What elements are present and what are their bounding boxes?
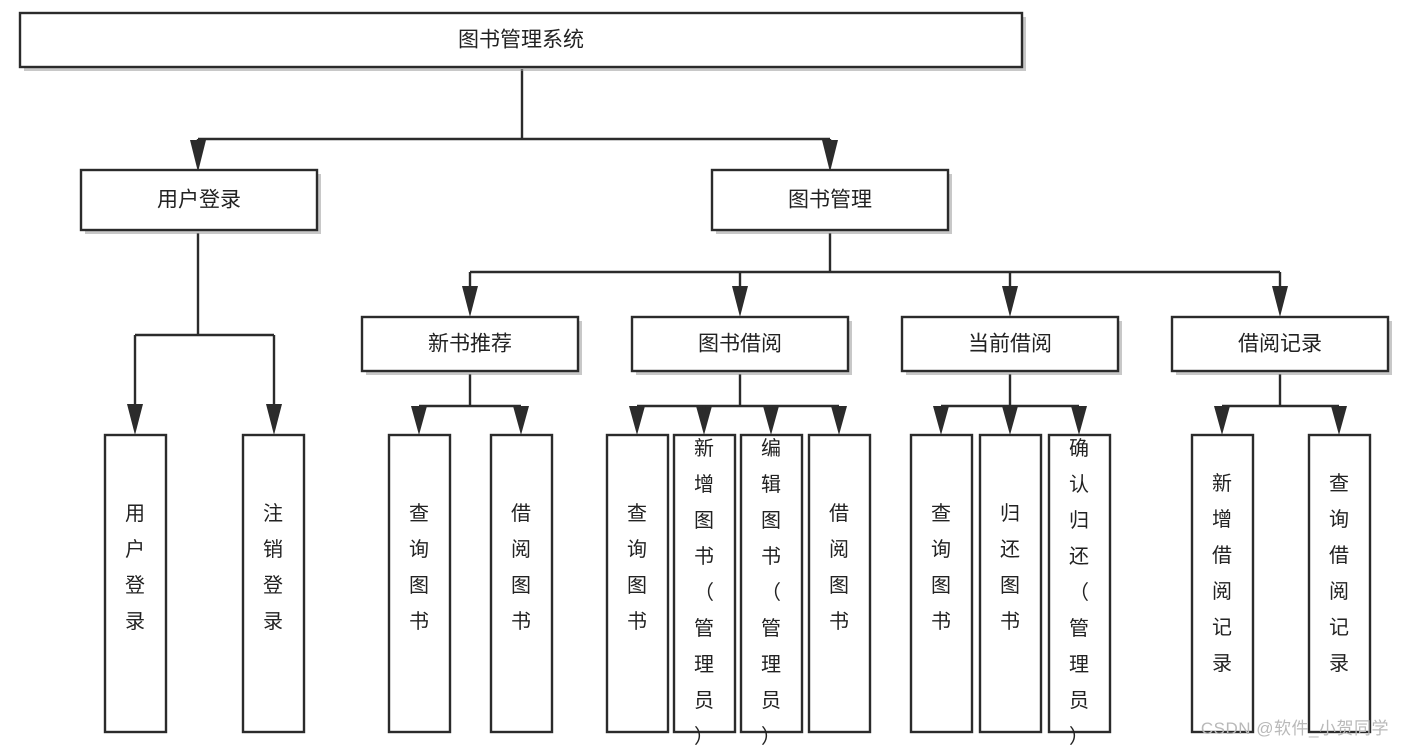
node-new-book-recommend[interactable]: 新书推荐 <box>360 315 582 375</box>
arrow-to-new-book-recommend <box>462 286 478 317</box>
arrow-to-leaf-query-book-borrow <box>629 406 645 435</box>
arrow-to-leaf-query-record <box>1331 406 1347 435</box>
root-label: 图书管理系统 <box>458 29 584 52</box>
edges-group <box>127 69 1347 435</box>
leaf-confirm-return-box[interactable] <box>1047 433 1112 734</box>
arrow-to-leaf-edit-book <box>763 406 779 435</box>
leaf-borrow-book-rec-label: 借阅图书 <box>511 502 531 633</box>
node-borrow-record[interactable]: 借阅记录 <box>1170 315 1392 375</box>
node-leaf-query-record[interactable]: 查询借阅记录 <box>1307 433 1372 734</box>
leaf-query-book-rec-label: 查询图书 <box>409 502 429 633</box>
node-leaf-add-record[interactable]: 新增借阅记录 <box>1190 433 1255 734</box>
new-book-recommend-box[interactable] <box>360 315 580 373</box>
leaf-user-login-label: 用户登录 <box>125 503 145 633</box>
leaf-query-record-label: 查询借阅记录 <box>1329 472 1349 675</box>
leaf-nodes-group: 用户登录 注销登录 查询图书 借阅图书 查询图书 新增图书（管理员） <box>103 433 1372 747</box>
leaf-add-book-label: 新增图书（管理员） <box>694 437 714 747</box>
arrow-to-leaf-return-book <box>1002 406 1018 435</box>
leaf-user-login-box[interactable] <box>103 433 168 734</box>
leaf-query-book-current-box[interactable] <box>909 433 974 734</box>
arrow-to-leaf-borrow-book-rec <box>513 406 529 435</box>
node-leaf-user-login[interactable]: 用户登录 <box>103 433 168 734</box>
leaf-edit-book-label: 编辑图书（管理员） <box>761 437 781 747</box>
arrow-to-leaf-add-book <box>696 406 712 435</box>
arrow-to-borrow-record <box>1272 286 1288 317</box>
leaf-edit-book-box[interactable] <box>739 433 804 734</box>
node-leaf-query-book-rec[interactable]: 查询图书 <box>387 433 452 734</box>
leaf-return-book-label: 归还图书 <box>1000 502 1020 633</box>
leaf-borrow-book-box[interactable] <box>807 433 872 734</box>
node-book-borrow[interactable]: 图书借阅 <box>630 315 852 375</box>
arrow-to-user-login <box>190 140 206 172</box>
leaf-add-record-label: 新增借阅记录 <box>1212 472 1232 675</box>
node-leaf-query-book-borrow[interactable]: 查询图书 <box>605 433 670 734</box>
node-book-manage[interactable]: 图书管理 <box>710 168 952 234</box>
leaf-query-record-box[interactable] <box>1307 433 1372 734</box>
arrow-to-leaf-query-book-current <box>933 406 949 435</box>
book-manage-box[interactable] <box>710 168 950 232</box>
leaf-return-book-box[interactable] <box>978 433 1043 734</box>
arrow-to-leaf-borrow-book <box>831 406 847 435</box>
user-login-box[interactable] <box>79 168 319 232</box>
node-user-login[interactable]: 用户登录 <box>79 168 321 234</box>
node-leaf-query-book-current[interactable]: 查询图书 <box>909 433 974 734</box>
new-book-recommend-label: 新书推荐 <box>428 333 512 356</box>
arrow-to-book-borrow <box>732 286 748 317</box>
node-leaf-confirm-return[interactable]: 确认归还（管理员） <box>1047 433 1112 747</box>
leaf-query-book-current-label: 查询图书 <box>931 502 951 633</box>
arrow-to-book-manage <box>822 140 838 172</box>
node-leaf-return-book[interactable]: 归还图书 <box>978 433 1043 734</box>
leaf-query-book-rec-box[interactable] <box>387 433 452 734</box>
leaf-add-book-box[interactable] <box>672 433 737 734</box>
borrow-record-box[interactable] <box>1170 315 1390 373</box>
arrow-to-leaf-query-book-rec <box>411 406 427 435</box>
leaf-borrow-book-label: 借阅图书 <box>829 502 849 633</box>
book-borrow-box[interactable] <box>630 315 850 373</box>
borrow-record-label: 借阅记录 <box>1238 333 1322 356</box>
book-borrow-label: 图书借阅 <box>698 333 782 356</box>
node-leaf-borrow-book-rec[interactable]: 借阅图书 <box>489 433 554 734</box>
node-leaf-edit-book[interactable]: 编辑图书（管理员） <box>739 433 804 747</box>
arrow-to-leaf-logout-login <box>266 404 282 435</box>
leaf-logout-login-box[interactable] <box>241 433 306 734</box>
node-leaf-logout-login[interactable]: 注销登录 <box>241 433 306 734</box>
csdn-watermark: CSDN @软件_小贺同学 <box>1200 719 1389 738</box>
leaf-logout-login-label: 注销登录 <box>263 502 283 633</box>
current-borrow-box[interactable] <box>900 315 1120 373</box>
current-borrow-label: 当前借阅 <box>968 333 1052 356</box>
node-root[interactable]: 图书管理系统 <box>18 11 1026 71</box>
leaf-query-book-borrow-box[interactable] <box>605 433 670 734</box>
leaf-confirm-return-label: 确认归还（管理员） <box>1069 437 1089 747</box>
arrow-to-leaf-confirm-return <box>1071 406 1087 435</box>
book-manage-label: 图书管理 <box>788 189 872 212</box>
leaf-query-book-borrow-label: 查询图书 <box>627 502 647 633</box>
leaf-borrow-book-rec-box[interactable] <box>489 433 554 734</box>
arrow-to-leaf-add-record <box>1214 406 1230 435</box>
arrow-to-leaf-user-login <box>127 404 143 435</box>
node-leaf-add-book[interactable]: 新增图书（管理员） <box>672 433 737 747</box>
node-current-borrow[interactable]: 当前借阅 <box>900 315 1122 375</box>
user-login-label: 用户登录 <box>157 189 241 212</box>
arrow-to-current-borrow <box>1002 286 1018 317</box>
node-leaf-borrow-book[interactable]: 借阅图书 <box>807 433 872 734</box>
root-box[interactable] <box>18 11 1024 69</box>
leaf-add-record-box[interactable] <box>1190 433 1255 734</box>
